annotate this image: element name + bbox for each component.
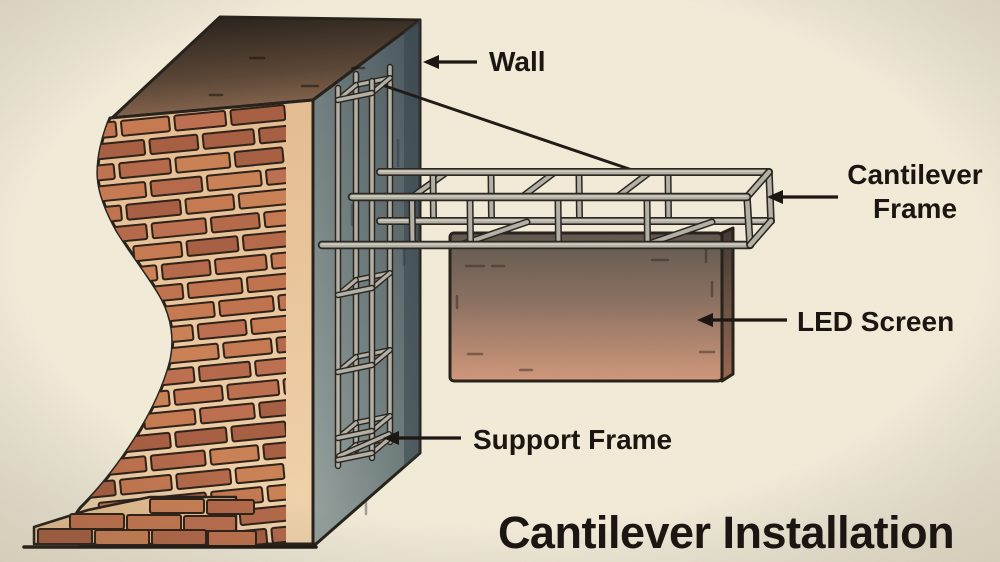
support-frame-callout: Support Frame (383, 424, 672, 455)
support-frame-label: Support Frame (473, 424, 672, 455)
led-screen-callout: LED Screen (697, 306, 954, 337)
cantilever-frame-label-line1: Cantilever (847, 159, 982, 190)
support-frame-arrow-icon (383, 431, 399, 445)
cantilever-frame-label-line2: Frame (873, 193, 957, 224)
cantilever-frame-arrow-icon (767, 190, 783, 204)
diagram-title: Cantilever Installation (498, 507, 954, 558)
wall-callout: Wall (423, 46, 546, 77)
wall-label: Wall (489, 46, 546, 77)
cantilever-frame-callout: Cantilever Frame (767, 159, 983, 224)
wall-arrow-icon (423, 55, 439, 69)
led-screen-label: LED Screen (797, 306, 954, 337)
led-screen-arrow-icon (697, 313, 713, 327)
